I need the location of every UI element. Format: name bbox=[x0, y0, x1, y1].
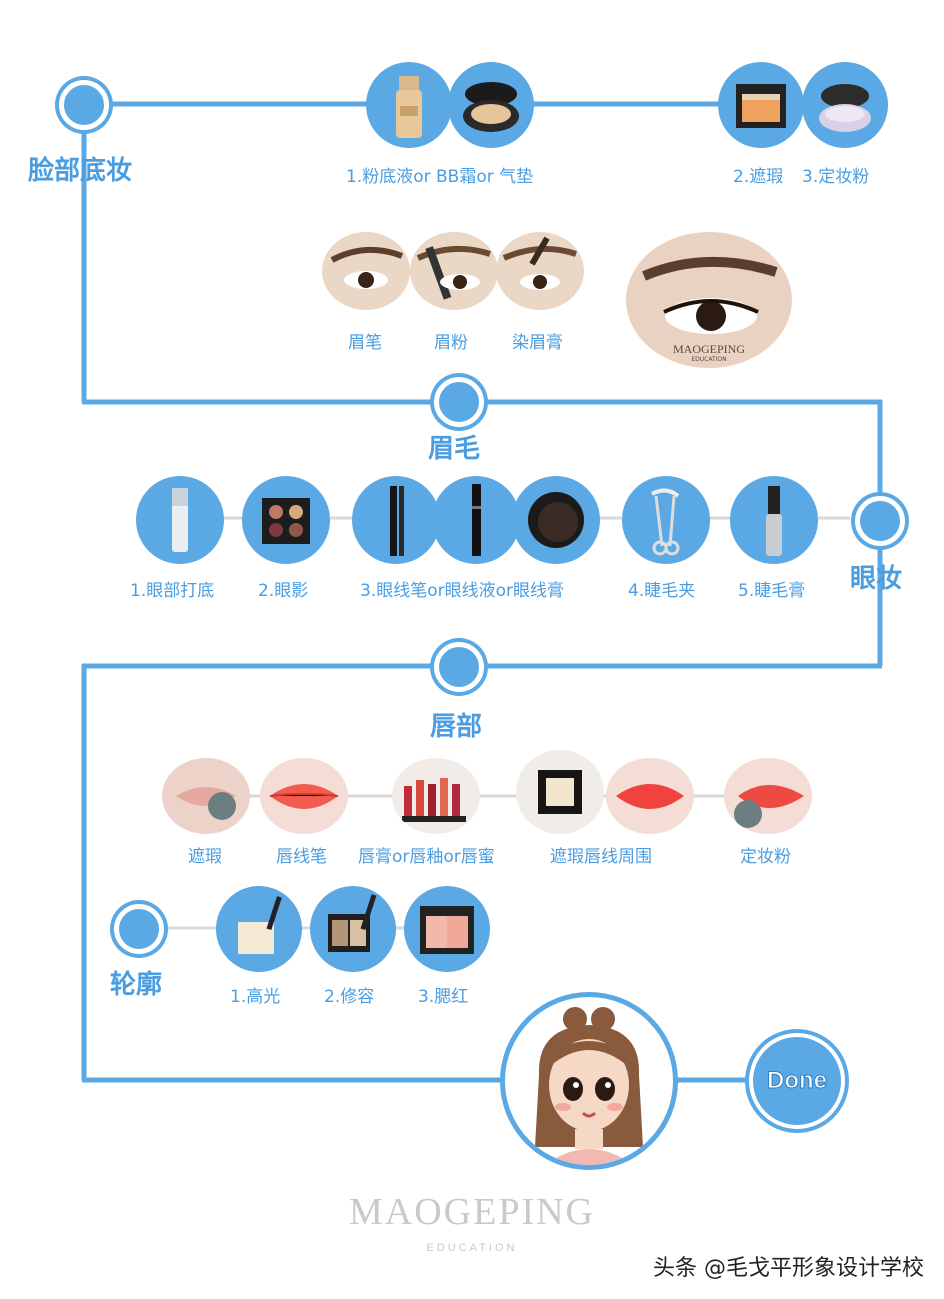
step-node-face-base bbox=[59, 80, 109, 130]
closeup-watermark: MAOGEPING bbox=[673, 342, 745, 356]
lips-caption-2: 唇线笔 bbox=[276, 847, 327, 867]
eyebrow-pencil-photo bbox=[322, 232, 410, 310]
eyebrow-powder-photo bbox=[410, 232, 498, 310]
lip-concealer-photo bbox=[162, 758, 250, 834]
highlighter-icon bbox=[216, 886, 302, 972]
foundation-bottle-icon bbox=[366, 62, 452, 148]
brows-caption-1: 眉笔 bbox=[348, 333, 382, 353]
eyes-caption-3: 3.眼线笔or眼线液or眼线膏 bbox=[360, 581, 564, 601]
lips-caption-3: 唇膏or唇釉or唇蜜 bbox=[358, 847, 495, 867]
done-label: Done bbox=[767, 1067, 828, 1095]
brows-caption-3: 染眉膏 bbox=[512, 333, 563, 353]
eyes-caption-4: 4.睫毛夹 bbox=[628, 581, 696, 601]
concealer-compact-photo bbox=[516, 750, 604, 834]
source-footer: 头条 @毛戈平形象设计学校 bbox=[653, 1256, 924, 1281]
lipstick-collection-photo bbox=[392, 758, 480, 834]
eyes-caption-1: 1.眼部打底 bbox=[130, 581, 215, 601]
eyes-caption-2: 2.眼影 bbox=[258, 581, 309, 601]
avatar bbox=[500, 992, 678, 1170]
blush-compact-icon bbox=[404, 886, 490, 972]
brow-closeup-photo: MAOGEPING EDUCATION bbox=[626, 232, 792, 368]
done-badge: Done bbox=[749, 1033, 845, 1129]
face-base-caption-3: 3.定妆粉 bbox=[802, 167, 870, 187]
eyes-caption-5: 5.睫毛膏 bbox=[738, 581, 806, 601]
contour-caption-3: 3.腮红 bbox=[418, 987, 469, 1007]
contour-palette-icon bbox=[310, 886, 396, 972]
section-title-lips: 唇部 bbox=[430, 712, 483, 742]
setting-powder-icon bbox=[802, 62, 888, 148]
lips-caption-5: 定妆粉 bbox=[740, 847, 791, 867]
step-node-lips bbox=[434, 642, 484, 692]
lips-caption-4: 遮瑕唇线周围 bbox=[550, 847, 652, 867]
lip-liner-photo bbox=[260, 758, 348, 834]
lined-lips-photo bbox=[606, 758, 694, 834]
concealer-palette-icon bbox=[718, 62, 804, 148]
step-node-brows bbox=[434, 377, 484, 427]
face-base-caption-1: 1.粉底液or BB霜or 气垫 bbox=[346, 167, 534, 187]
eyeliner-pencil-icon bbox=[352, 476, 440, 564]
section-title-eyes: 眼妆 bbox=[850, 564, 903, 594]
brow-gel-photo bbox=[496, 232, 584, 310]
cushion-compact-icon bbox=[448, 62, 534, 148]
brand-name: MAOGEPING bbox=[349, 1191, 595, 1233]
contour-caption-2: 2.修容 bbox=[324, 987, 375, 1007]
step-node-eyes bbox=[855, 496, 905, 546]
lips-caption-1: 遮瑕 bbox=[188, 847, 222, 867]
eye-primer-tube-icon bbox=[136, 476, 224, 564]
gel-eyeliner-pot-icon bbox=[512, 476, 600, 564]
powdered-lips-photo bbox=[724, 758, 812, 834]
step-node-contour bbox=[114, 904, 164, 954]
eyelash-curler-icon bbox=[622, 476, 710, 564]
contour-caption-1: 1.高光 bbox=[230, 987, 281, 1007]
section-title-brows: 眉毛 bbox=[428, 434, 481, 464]
mascara-icon bbox=[730, 476, 818, 564]
section-title-face-base: 脸部底妆 bbox=[28, 156, 133, 186]
face-base-caption-2: 2.遮瑕 bbox=[733, 167, 784, 187]
brows-caption-2: 眉粉 bbox=[434, 333, 468, 353]
closeup-watermark-sub: EDUCATION bbox=[691, 356, 727, 363]
section-title-contour: 轮廓 bbox=[110, 970, 163, 1000]
eyeshadow-palette-icon bbox=[242, 476, 330, 564]
brand-sub: EDUCATION bbox=[426, 1242, 518, 1254]
liquid-eyeliner-icon bbox=[432, 476, 520, 564]
